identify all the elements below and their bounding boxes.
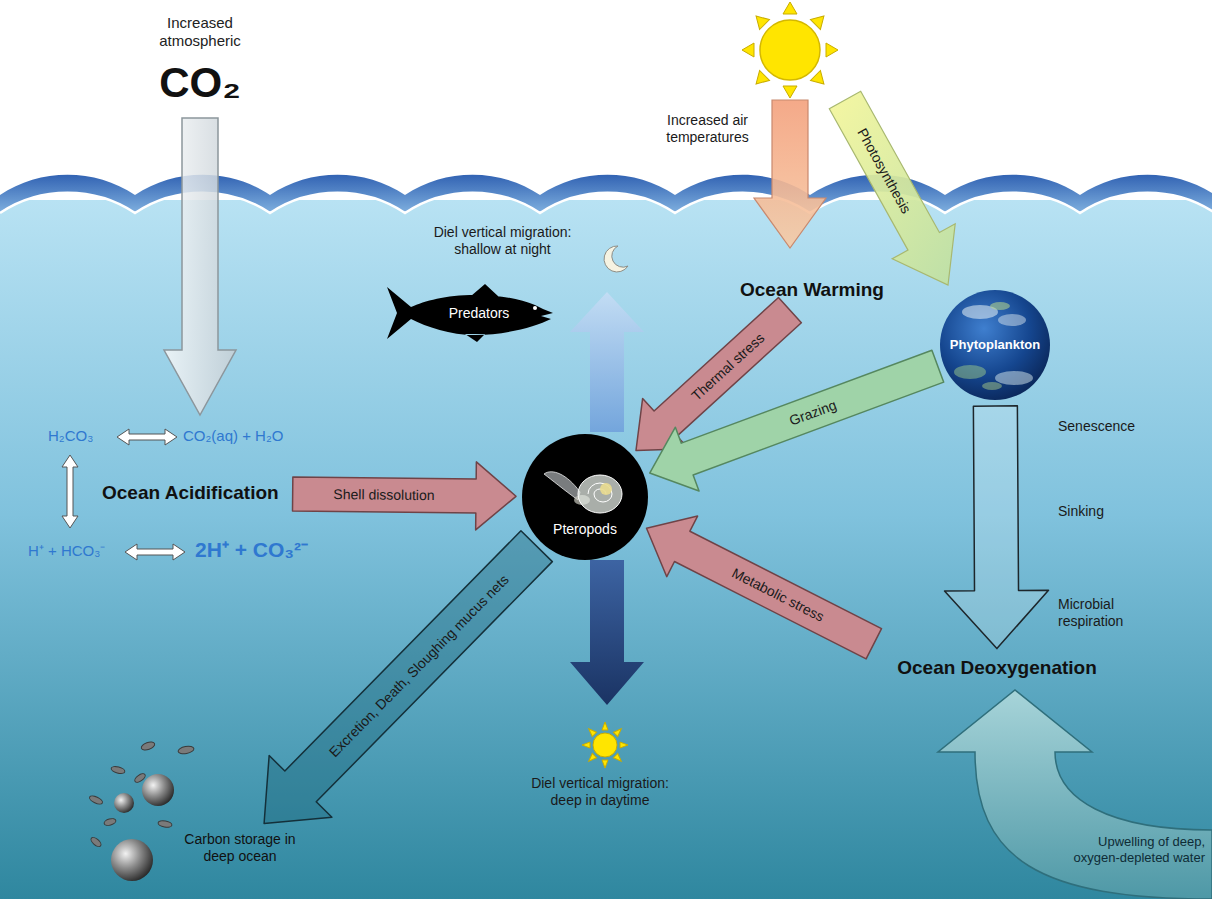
- equilibrium-arrow: [62, 455, 78, 528]
- equilibrium-arrow: [125, 544, 185, 560]
- bloom-patch: [995, 371, 1033, 385]
- sun-ray: [602, 760, 608, 768]
- sun-symbol: [742, 2, 838, 98]
- node-text: Ocean Acidification: [102, 482, 279, 505]
- photosynthesis-arrow: [829, 91, 955, 285]
- migration-down-arrow: [570, 560, 644, 705]
- stressor-heading: Ocean Warming: [738, 277, 886, 304]
- pteropod-backdrop: [522, 434, 648, 560]
- sun-ray: [826, 43, 838, 57]
- process-step: Senescence: [1058, 418, 1135, 435]
- chemical-formula: H₂CO₃: [48, 427, 93, 445]
- shell-sphere: [114, 793, 134, 813]
- bloom-patch: [982, 382, 1002, 390]
- stress-arrow: [650, 350, 944, 491]
- sun-ray: [613, 753, 623, 763]
- fish-silhouette: [387, 284, 553, 342]
- co2-symbol: CO₂: [140, 58, 260, 108]
- node-text: Carbon storage in deep ocean: [182, 831, 298, 865]
- pellet: [140, 740, 156, 751]
- arrow-label: Thermal stress: [688, 329, 768, 404]
- arrow-label: Grazing: [787, 396, 839, 429]
- process-step: Sinking: [1058, 503, 1104, 520]
- arrow-label: Excretion, Death, Sloughing mucus nets: [325, 572, 512, 761]
- stressor-heading: Ocean Acidification: [100, 480, 281, 507]
- node-text: Ocean Deoxygenation: [897, 657, 1097, 680]
- pellet: [103, 818, 116, 827]
- stress-arrow: [264, 531, 552, 824]
- sun-ray: [783, 86, 797, 98]
- process-step: Microbial respiration: [1058, 596, 1158, 630]
- warming-arrow: [754, 100, 826, 248]
- sun-ray: [582, 742, 590, 748]
- shell-sphere: [111, 839, 153, 881]
- warming-note: Increased air temperatures: [645, 112, 770, 146]
- node-text: Predators: [449, 305, 510, 322]
- node-text: Pteropods: [553, 521, 617, 538]
- node-text: Ocean Warming: [740, 279, 884, 302]
- pellet: [89, 836, 102, 848]
- pteropod-circle: Pteropods: [522, 434, 648, 560]
- pellet: [88, 794, 103, 805]
- sun-ray: [742, 43, 754, 57]
- arrow-label: Photosynthesis: [854, 125, 915, 216]
- sun-disc: [760, 20, 820, 80]
- pellet: [178, 745, 195, 755]
- co2-arrow: [164, 118, 236, 415]
- bloom-patch: [998, 314, 1026, 326]
- sun-ray: [751, 71, 769, 89]
- sun-ray: [587, 753, 597, 763]
- sun-disc: [593, 733, 617, 757]
- chemical-formula: CO₂(aq) + H₂O: [183, 427, 283, 445]
- node-text: Phytoplankton: [950, 337, 1040, 353]
- pteropod-gut: [600, 483, 612, 495]
- sun-ray: [783, 2, 797, 14]
- bloom-patch: [990, 302, 1010, 310]
- upwelling-note: Upwelling of deep, oxygen-depleted water: [1055, 834, 1205, 865]
- small-sun-symbol: [582, 722, 628, 768]
- stress-arrow: [945, 406, 1049, 649]
- sun-ray: [620, 742, 628, 748]
- stress-arrow: [292, 462, 516, 530]
- sun-ray: [613, 727, 623, 737]
- chemical-formula: H⁺ + HCO₃⁻: [28, 542, 105, 560]
- moon-symbol: [604, 246, 628, 272]
- sun-ray: [587, 727, 597, 737]
- pteropod-wing: [544, 472, 580, 500]
- sun-ray: [751, 11, 769, 29]
- pellet: [110, 765, 125, 774]
- stressor-heading: Ocean Deoxygenation: [895, 655, 1099, 682]
- migration-note: Diel vertical migration: deep in daytime: [515, 775, 685, 809]
- sun-ray: [811, 11, 829, 29]
- carbon-store-label: Carbon storage in deep ocean: [180, 829, 300, 867]
- equilibrium-arrow: [117, 429, 177, 445]
- fish-eye: [533, 306, 537, 310]
- sun-ray: [811, 71, 829, 89]
- shell-spiral: [588, 483, 612, 502]
- upwelling-arrow: [938, 690, 1212, 899]
- fecal-pellets: [88, 740, 194, 881]
- bloom-patch: [954, 365, 986, 379]
- sun-ray: [602, 722, 608, 730]
- arrow-label: Shell dissolution: [334, 486, 435, 504]
- shell-sphere: [142, 774, 174, 806]
- arrow-label: Metabolic stress: [729, 565, 827, 626]
- co2-caption: Increased atmospheric: [145, 14, 255, 50]
- predator-fish: Predators: [385, 283, 555, 343]
- phytoplankton-circle: Phytoplankton: [940, 290, 1050, 400]
- migration-up-arrow: [570, 292, 644, 432]
- migration-note: Diel vertical migration: shallow at nigh…: [420, 224, 585, 258]
- chemical-formula: 2H⁺ + CO₃²⁻: [195, 537, 308, 562]
- phytoplankton-globe: [940, 290, 1050, 400]
- stress-arrow: [647, 516, 882, 659]
- pellet: [158, 820, 173, 828]
- pteropod-shell: [578, 475, 622, 513]
- pteropod-circle-shape: [522, 434, 648, 560]
